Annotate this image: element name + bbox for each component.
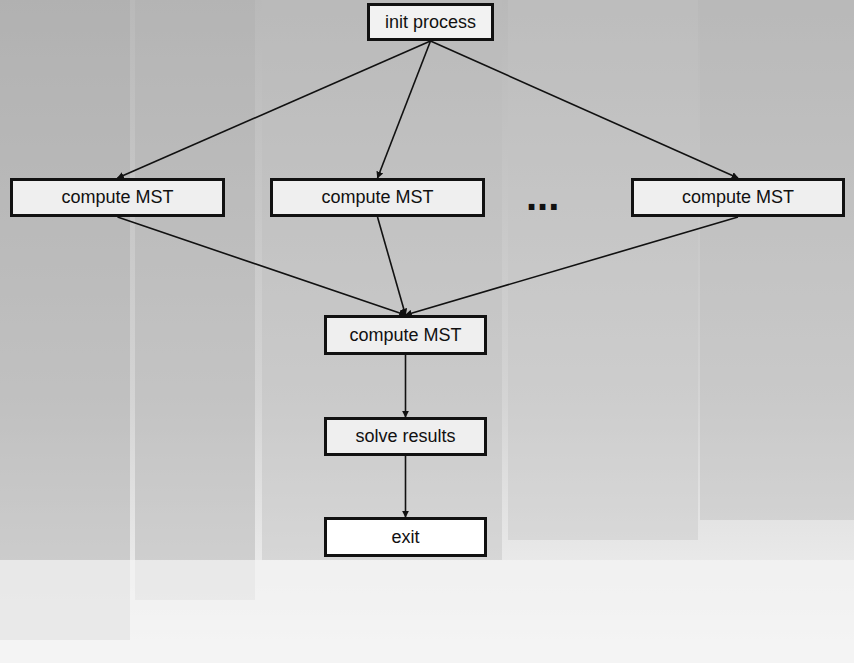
flow-arrow — [405, 456, 407, 517]
floor-shape — [0, 560, 854, 663]
box-text: init process — [385, 12, 476, 33]
cabinet-shape — [700, 0, 854, 520]
cabinet-shape — [508, 0, 698, 540]
cabinet-shape — [0, 0, 130, 640]
box-text: compute MST — [61, 187, 173, 208]
process-box: init process — [367, 3, 494, 41]
flow-arrow — [431, 41, 739, 178]
flow-arrow — [405, 355, 407, 417]
flow-arrow — [118, 217, 406, 315]
flow-arrow — [118, 41, 431, 178]
box-text: exit — [391, 527, 419, 548]
flow-arrow — [378, 41, 431, 178]
ellipsis-label: ... — [526, 176, 559, 216]
process-box: compute MST — [10, 178, 225, 217]
process-box: solve results — [324, 417, 487, 456]
process-box: compute MST — [631, 178, 845, 217]
process-box: compute MST — [270, 178, 485, 217]
flow-arrow — [378, 217, 406, 315]
process-box: exit — [324, 517, 487, 557]
box-text: compute MST — [349, 325, 461, 346]
box-text: compute MST — [682, 187, 794, 208]
process-box: compute MST — [324, 315, 487, 355]
flow-arrow — [406, 217, 739, 315]
box-text: compute MST — [321, 187, 433, 208]
box-text: solve results — [355, 426, 455, 447]
cabinet-shape — [262, 0, 502, 560]
cabinet-shape — [135, 0, 255, 600]
